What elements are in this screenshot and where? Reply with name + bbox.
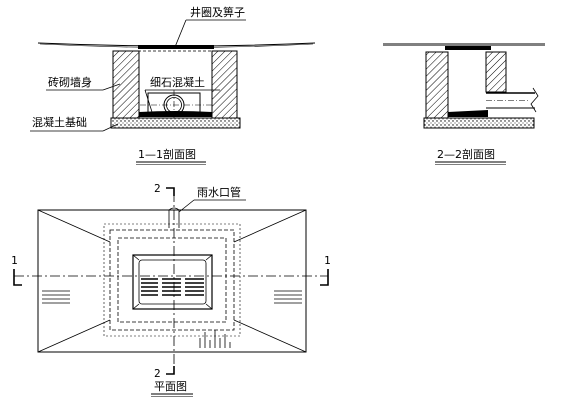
label-inlet-pipe: 雨水口管 [197, 185, 241, 199]
section-2-2: 2—2剖面图 [383, 43, 545, 165]
plan-wall-outer [109, 229, 235, 331]
plan-outer-slab [37, 209, 307, 353]
title-section-1-1: 1—1剖面图 [138, 147, 196, 161]
plan-grate-bars [141, 278, 204, 296]
left-brick-wall-2 [425, 51, 449, 119]
plan-base-outline [103, 223, 241, 337]
concrete-base [110, 117, 241, 129]
right-brick-wall [211, 50, 238, 119]
plan-grate-frame [132, 254, 213, 310]
concrete-base-2 [423, 117, 535, 129]
label-concrete-base: 混凝土基础 [32, 115, 87, 129]
label-cover-grate: 井圈及箅子 [190, 5, 245, 19]
right-brick-wall-2 [485, 51, 507, 93]
left-brick-wall [112, 50, 140, 119]
slope-marks [42, 290, 302, 348]
title-section-2-2: 2—2剖面图 [437, 147, 495, 161]
grate-2 [445, 46, 491, 50]
cut-mark-1-right: 1 [324, 254, 331, 267]
cut-mark-2-top: 2 [154, 182, 161, 195]
grate [138, 45, 214, 49]
plan-pipe-stub [168, 207, 180, 228]
cut-mark-1-left: 1 [11, 254, 18, 267]
label-fine-concrete: 细石混凝土 [150, 75, 205, 89]
plan-view: 1 1 2 2 雨水口管 平面图 [11, 182, 331, 397]
fine-concrete-fill [139, 111, 212, 117]
label-brick-wall: 砖砌墙身 [48, 75, 92, 89]
plan-wall-inner [117, 237, 227, 323]
cut-mark-2-bottom: 2 [154, 367, 161, 380]
section-1-1: 井圈及箅子 砖砌墙身 细石混凝土 混凝土基础 1—1剖面图 [30, 5, 316, 165]
title-plan: 平面图 [154, 380, 187, 393]
